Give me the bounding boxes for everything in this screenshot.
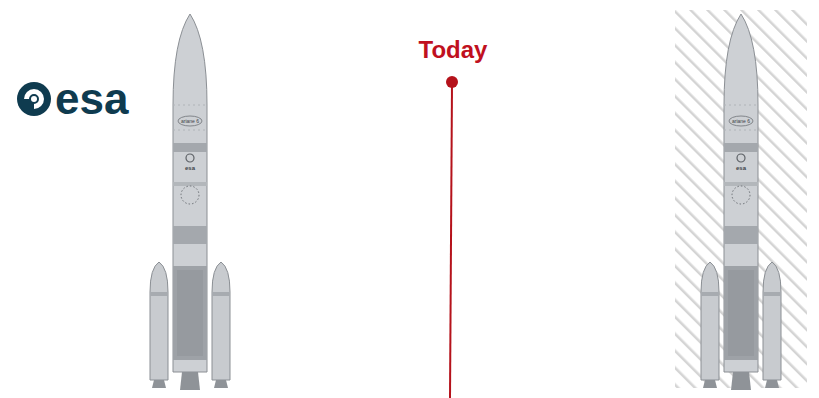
today-line — [450, 84, 452, 398]
rocket — [150, 14, 230, 390]
rocket-mark: ariane 6 — [732, 119, 750, 124]
rocket-mark: esa — [736, 165, 746, 171]
esa-logo-mark — [17, 82, 51, 116]
timeline-label: Today — [419, 38, 488, 62]
logo-wordmark: esa — [55, 77, 128, 121]
today-dot — [446, 76, 458, 88]
rocket — [701, 14, 781, 390]
rocket-mark: ariane 6 — [181, 119, 199, 124]
rocket-mark: esa — [185, 165, 195, 171]
